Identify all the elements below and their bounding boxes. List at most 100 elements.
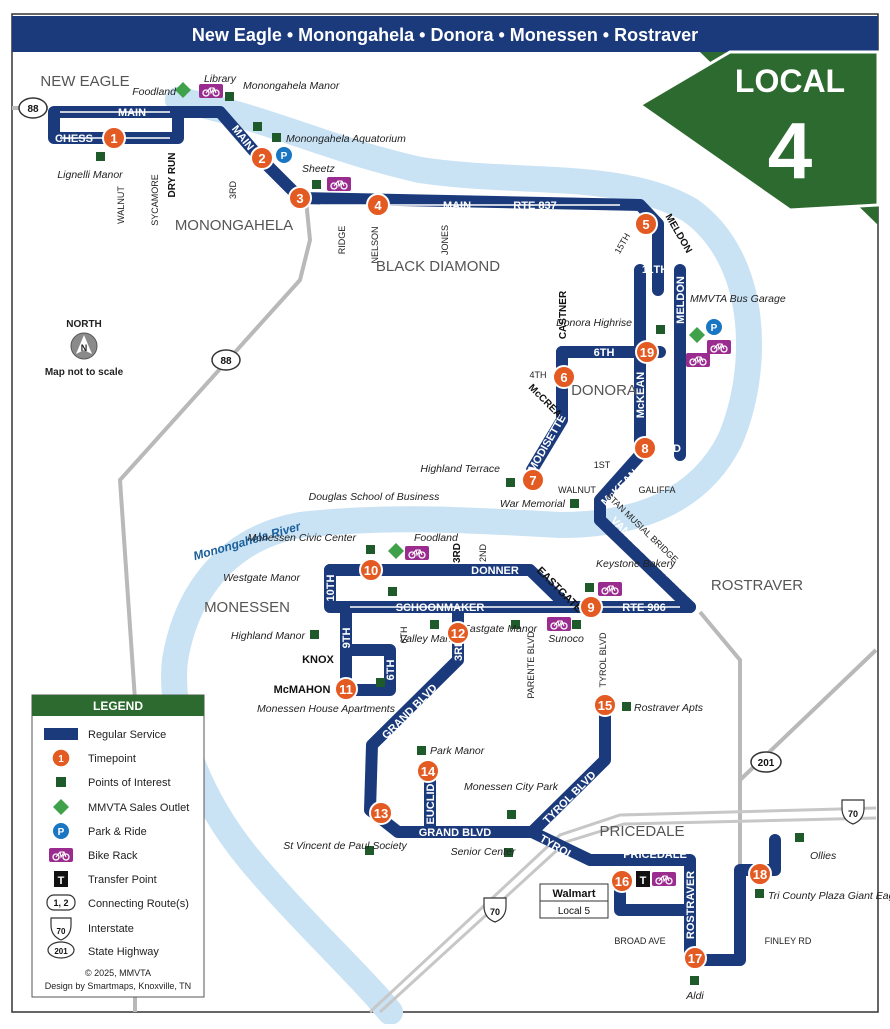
street-2nd: 2ND <box>478 544 488 563</box>
town-black-diamond: BLACK DIAMOND <box>376 258 500 275</box>
legend-icon-highway: 201 <box>54 947 68 956</box>
legend-icon-transfer: T <box>58 875 65 887</box>
poi-donora-highrise: Donora Highrise <box>556 317 632 329</box>
poi-eastgate-manor: Eastgate Manor <box>463 623 538 635</box>
timepoint-16: 16 <box>610 869 634 893</box>
street-knox: KNOX <box>302 654 334 666</box>
timepoint-5: 5 <box>634 212 658 236</box>
street-11th: 11TH <box>642 264 668 276</box>
poi-ollies: Ollies <box>810 850 837 862</box>
street-parente: PARENTE BLVD <box>526 631 536 699</box>
sales-outlets <box>175 82 705 559</box>
poi-foodland-1: Foodland <box>132 86 177 98</box>
legend-credit-1: © 2025, MMVTA <box>85 968 151 978</box>
street-grand-2: GRAND BLVD <box>419 827 492 839</box>
street-9th: 9TH <box>341 628 353 649</box>
legend: LEGEND 1 P T 1, 2 70 201 Regular Service… <box>31 694 205 998</box>
poi-westgate: Westgate Manor <box>223 572 300 584</box>
legend-icon-timepoint: 1 <box>58 754 64 765</box>
north-label: NORTH <box>66 319 102 330</box>
timepoint-2: 2 <box>250 146 274 170</box>
street-walnut-2: WALNUT <box>558 485 596 495</box>
svg-text:70: 70 <box>848 809 858 819</box>
timepoint-label: 15 <box>598 698 612 713</box>
street-rte837: RTE 837 <box>513 200 556 212</box>
street-dryrun: DRY RUN <box>167 152 178 197</box>
timepoint-19: 19 <box>635 340 659 364</box>
legend-sales-outlet: MMVTA Sales Outlet <box>88 802 189 814</box>
timepoint-label: 8 <box>641 441 648 456</box>
transfer-point: T <box>636 871 650 887</box>
legend-icon-interstate: 70 <box>57 927 66 936</box>
street-1st: 1ST <box>594 460 611 470</box>
legend-park-ride: Park & Ride <box>88 826 147 838</box>
title: New Eagle • Monongahela • Donora • Mones… <box>192 25 698 45</box>
poi-aldi: Aldi <box>685 990 704 1002</box>
timepoint-1: 1 <box>102 126 126 150</box>
svg-text:T: T <box>640 875 647 887</box>
poi-lignelli: Lignelli Manor <box>57 169 123 181</box>
timepoint-label: 17 <box>688 951 702 966</box>
shield-i70-a: 70 <box>841 799 865 825</box>
street-chess: CHESS <box>55 133 93 145</box>
street-tyrol-1: TYROL BLVD <box>598 632 608 688</box>
map-frame <box>11 13 879 1013</box>
street-4th: 4TH <box>529 370 546 380</box>
poi-park-manor: Park Manor <box>430 745 485 757</box>
timepoint-label: 5 <box>642 217 649 232</box>
legend-timepoint: Timepoint <box>88 753 136 765</box>
street-15th: 15TH <box>613 231 633 255</box>
timepoint-label: 6 <box>560 370 567 385</box>
poi-tricounty: Tri County Plaza Giant Eagle <box>768 890 890 902</box>
poi-walmart: Walmart <box>553 888 596 900</box>
legend-credit-2: Design by Smartmaps, Knoxville, TN <box>45 981 191 991</box>
interstate-70 <box>368 806 877 1014</box>
route-badge: LOCAL 4 <box>637 50 880 225</box>
shield-i70-b: 70 <box>483 897 507 923</box>
poi-war-memorial: War Memorial <box>500 498 566 510</box>
poi-senior-center: Senior Center <box>451 846 516 858</box>
timepoint-12: 12 <box>446 621 470 645</box>
timepoint-18: 18 <box>748 862 772 886</box>
timepoint-label: 2 <box>258 151 265 166</box>
street-galiffa: GALIFFA <box>638 485 675 495</box>
poi-markers <box>96 92 804 985</box>
timepoint-10: 10 <box>359 558 383 582</box>
shield-201: 201 <box>750 751 782 773</box>
poi-labels: Foodland Library Monongahela Manor Monon… <box>57 73 890 1002</box>
poi-rostraver-apts: Rostraver Apts <box>634 702 704 714</box>
poi-civic-center: Monessen Civic Center <box>247 532 356 544</box>
highway-shields: 88 88 201 70 70 <box>18 97 865 923</box>
timepoint-label: 11 <box>339 682 353 697</box>
street-main-1: MAIN <box>118 107 146 119</box>
poi-library: Library <box>204 73 237 85</box>
street-3rd-3: 3RD <box>452 543 463 563</box>
timepoint-label: 13 <box>374 806 388 821</box>
poi-sheetz: Sheetz <box>302 163 335 175</box>
street-main-3: MAIN <box>443 200 471 212</box>
legend-transfer-point: Transfer Point <box>88 874 157 886</box>
street-euclid: EUCLID <box>425 783 437 824</box>
street-pricedale: PRICEDALE <box>623 849 687 861</box>
town-rostraver: ROSTRAVER <box>711 577 803 594</box>
street-broad: BROAD AVE <box>614 936 665 946</box>
legend-icon-connecting: 1, 2 <box>53 898 68 908</box>
street-rostraver: ROSTRAVER <box>685 871 697 939</box>
legend-title: LEGEND <box>93 699 143 713</box>
timepoint-14: 14 <box>416 759 440 783</box>
timepoint-15: 15 <box>593 693 617 717</box>
timepoint-label: 10 <box>364 563 378 578</box>
poi-local-5: Local 5 <box>558 906 591 917</box>
street-mckean-1: McKEAN <box>635 372 647 419</box>
poi-valley-manor: Valley Manor <box>400 633 461 645</box>
street-tyrol-2: TYROL BLVD <box>541 769 598 826</box>
svg-text:70: 70 <box>490 907 500 917</box>
legend-regular-service: Regular Service <box>88 729 166 741</box>
timepoint-label: 3 <box>296 191 303 206</box>
timepoint-7: 7 <box>521 468 545 492</box>
timepoint-17: 17 <box>683 946 707 970</box>
street-castner: CASTNER <box>558 290 569 339</box>
park-and-ride: P P <box>276 147 722 335</box>
